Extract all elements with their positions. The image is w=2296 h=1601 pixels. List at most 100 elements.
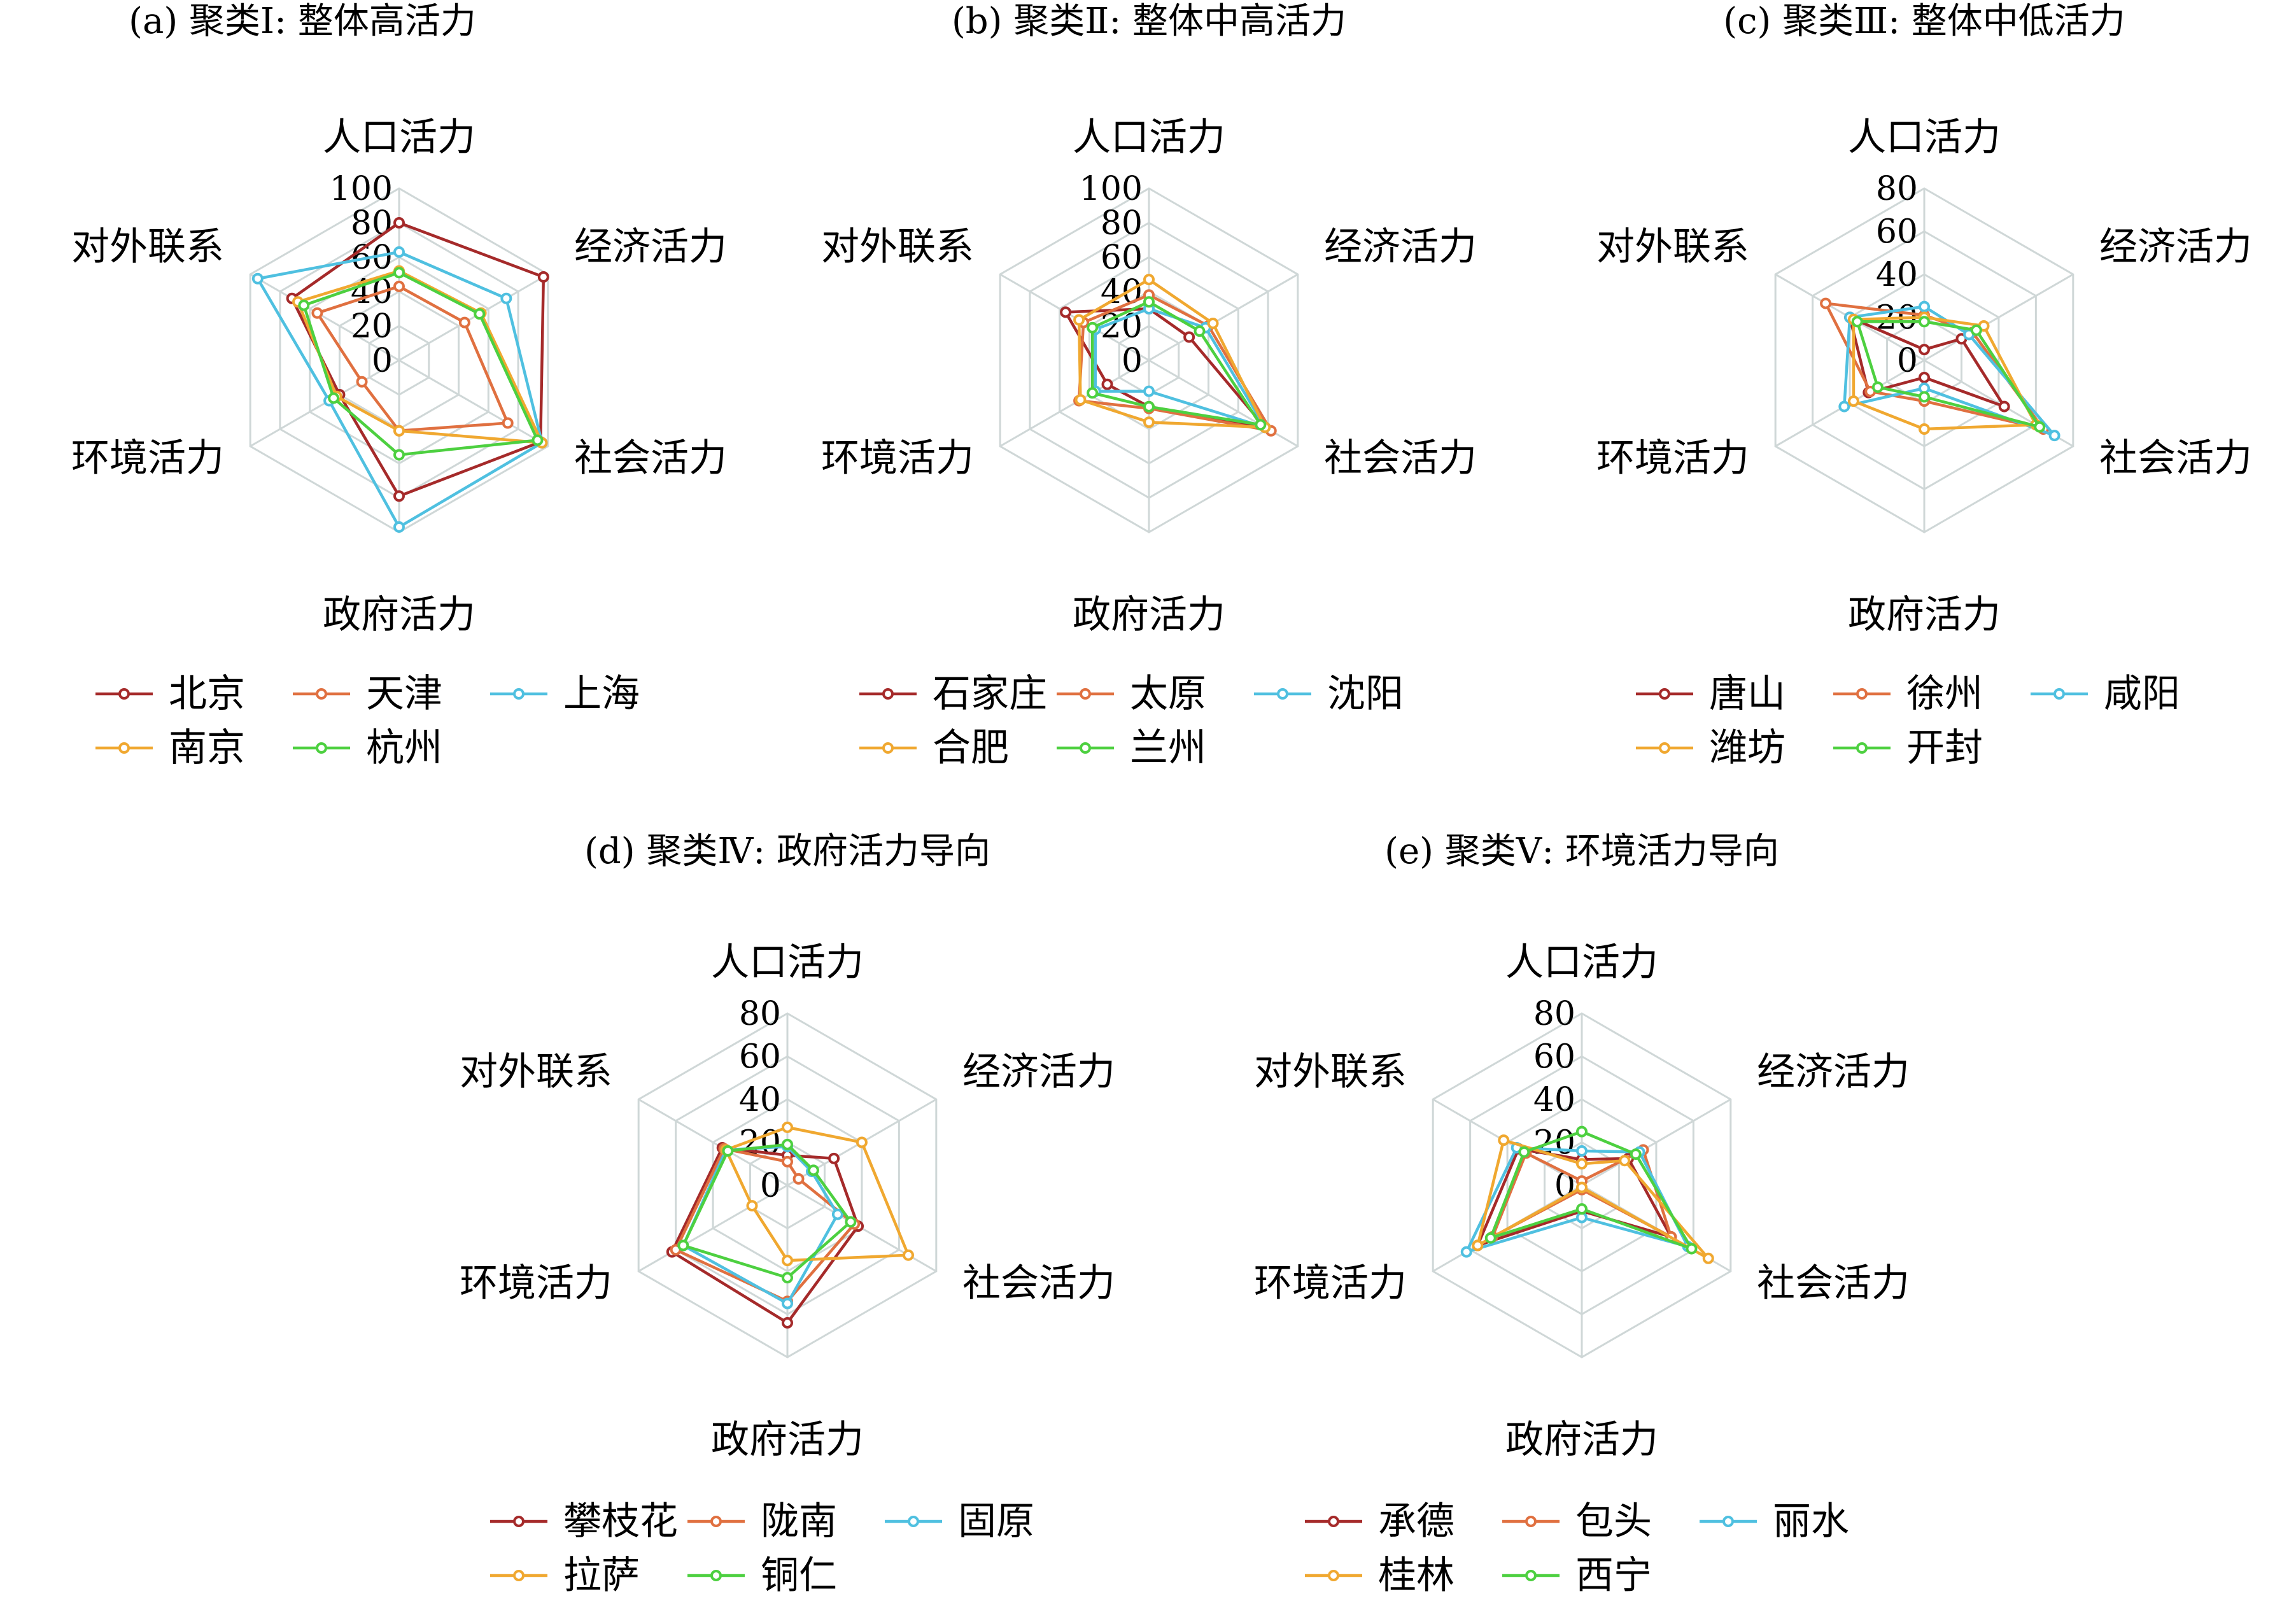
radial-tick-label: 80: [1876, 170, 1918, 208]
data-point: [1919, 391, 1930, 403]
data-point: [393, 425, 405, 437]
legend-label: 固原: [958, 1499, 1034, 1544]
data-point: [856, 1136, 868, 1148]
axis-label: 政府活力: [711, 1418, 864, 1462]
data-point: [782, 1297, 793, 1309]
radial-tick-label: 20: [351, 307, 393, 346]
data-point: [1472, 1239, 1484, 1252]
data-point: [792, 1173, 805, 1185]
axis-label: 对外联系: [1254, 1050, 1407, 1094]
legend-swatch-marker: [1080, 742, 1091, 754]
legend-swatch-marker: [908, 1516, 919, 1527]
axis-label: 社会活力: [574, 436, 727, 481]
grid-spoke: [1581, 1098, 1731, 1187]
grid-spoke: [638, 1184, 788, 1273]
data-point: [1847, 395, 1859, 407]
data-point: [746, 1200, 758, 1212]
radial-tick-label: 0: [1122, 342, 1143, 380]
axis-label: 环境活力: [460, 1261, 612, 1306]
data-point: [393, 449, 405, 461]
legend-swatch-marker: [1328, 1570, 1339, 1581]
data-point: [251, 272, 264, 285]
data-point: [1919, 372, 1930, 383]
data-point: [782, 1138, 793, 1150]
legend-label: 丽水: [1773, 1499, 1849, 1544]
axis-label: 环境活力: [1596, 436, 1749, 481]
data-point: [356, 376, 368, 388]
legend-label: 陇南: [761, 1499, 837, 1544]
radial-tick-label: 80: [1101, 204, 1143, 243]
data-point: [393, 267, 405, 279]
data-point: [1702, 1252, 1714, 1264]
axis-label: 环境活力: [1254, 1261, 1407, 1306]
legend-label: 拉萨: [563, 1553, 640, 1598]
legend-swatch-marker: [316, 742, 327, 754]
legend-label: 兰州: [1130, 726, 1206, 770]
chart-title: (e) 聚类Ⅴ: 环境活力导向: [1384, 831, 1779, 872]
axis-label: 人口活力: [711, 940, 864, 985]
radar-panel: (c) 聚类Ⅲ: 整体中低活力806040200人口活力经济活力社会活力政府活力…: [1596, 1, 2252, 770]
legend-swatch-marker: [118, 688, 130, 700]
data-point: [1576, 1203, 1588, 1215]
data-point: [1919, 344, 1930, 356]
radial-tick-label: 80: [1533, 995, 1575, 1033]
grid-spoke: [638, 1098, 788, 1187]
legend-swatch-marker: [1856, 688, 1868, 700]
legend-swatch-marker: [316, 688, 327, 700]
legend-swatch-marker: [1659, 742, 1670, 754]
data-point: [1851, 316, 1863, 328]
data-point: [1073, 314, 1085, 326]
legend-swatch-marker: [2053, 688, 2065, 700]
axis-label: 社会活力: [2099, 436, 2252, 481]
axis-label: 社会活力: [962, 1261, 1115, 1306]
data-point: [807, 1164, 819, 1176]
legend-swatch-marker: [710, 1516, 722, 1527]
data-point: [831, 1208, 843, 1220]
axis-label: 环境活力: [821, 436, 974, 481]
legend-label: 桂林: [1378, 1553, 1454, 1598]
data-point: [722, 1145, 734, 1157]
data-point: [298, 299, 310, 311]
data-point: [1576, 1125, 1588, 1138]
data-point: [1087, 321, 1099, 334]
legend-label: 石家庄: [933, 672, 1047, 716]
radar-panel: (b) 聚类Ⅱ: 整体中高活力100806040200人口活力经济活力社会活力政…: [821, 1, 1477, 770]
data-point: [1576, 1158, 1588, 1170]
data-point: [2034, 421, 2046, 433]
data-point: [1143, 385, 1155, 397]
legend-swatch-marker: [1525, 1570, 1537, 1581]
axis-label: 经济活力: [962, 1050, 1115, 1094]
data-point: [393, 217, 405, 229]
chart-title: (c) 聚类Ⅲ: 整体中低活力: [1723, 1, 2125, 42]
data-point: [458, 316, 470, 328]
data-point: [1207, 317, 1219, 329]
radial-tick-label: 40: [1533, 1081, 1575, 1119]
radar-panel: (e) 聚类Ⅴ: 环境活力导向806040200人口活力经济活力社会活力政府活力…: [1254, 831, 1910, 1598]
axis-label: 经济活力: [2099, 225, 2252, 269]
data-point: [1630, 1148, 1642, 1160]
data-point: [2048, 430, 2060, 442]
legend-swatch-marker: [1525, 1516, 1537, 1527]
data-point: [1871, 381, 1884, 393]
legend-swatch-marker: [513, 1516, 525, 1527]
data-point: [782, 1272, 793, 1284]
legend-label: 杭州: [366, 726, 442, 770]
legend-swatch-marker: [1328, 1516, 1339, 1527]
radial-tick-label: 40: [739, 1081, 781, 1119]
data-point: [1074, 394, 1087, 406]
axis-label: 人口活力: [1073, 115, 1225, 160]
data-point: [1970, 324, 1982, 336]
radial-tick-label: 60: [739, 1038, 781, 1076]
legend-swatch-marker: [882, 688, 894, 700]
data-point: [782, 1255, 793, 1267]
data-point: [782, 1121, 793, 1133]
data-point: [677, 1239, 689, 1252]
radar-panel: (d) 聚类Ⅳ: 政府活力导向806040200人口活力经济活力社会活力政府活力…: [460, 831, 1115, 1598]
legend-label: 北京: [169, 672, 245, 716]
data-point: [537, 271, 549, 283]
legend-swatch-marker: [1856, 742, 1868, 754]
axis-label: 对外联系: [1596, 225, 1749, 269]
axis-label: 经济活力: [574, 225, 727, 269]
data-point: [1518, 1146, 1530, 1158]
axis-label: 经济活力: [1757, 1050, 1910, 1094]
